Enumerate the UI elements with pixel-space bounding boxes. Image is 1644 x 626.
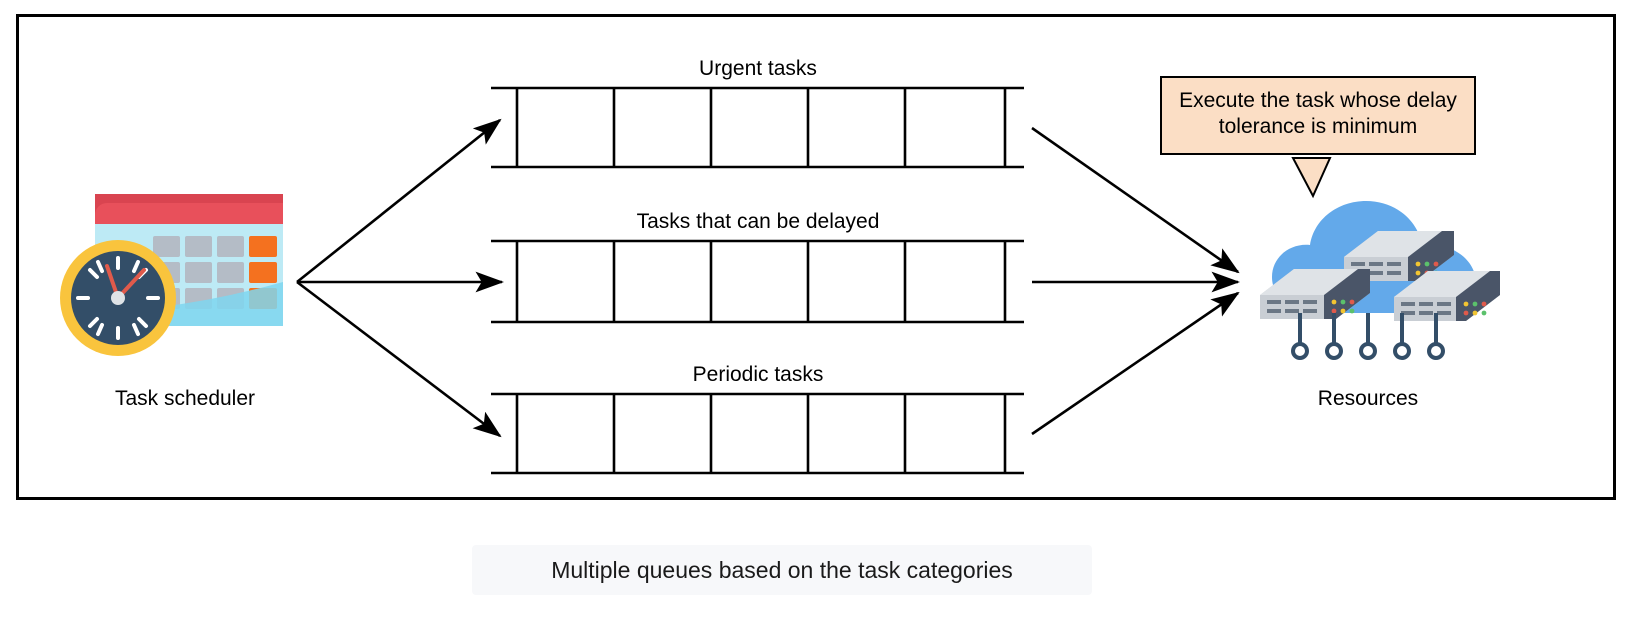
calendar-clock-icon <box>55 190 285 370</box>
scheduler-label: Task scheduler <box>114 387 256 410</box>
caption-band <box>472 545 1092 595</box>
resources-label: Resources <box>1317 387 1419 410</box>
queue-label-periodic-tasks: Periodic tasks <box>692 363 824 386</box>
queue-label-delayed-tasks: Tasks that can be delayed <box>636 210 880 233</box>
cloud-servers-icon <box>1228 185 1508 375</box>
callout-box: Execute the task whose delay tolerance i… <box>1160 76 1476 155</box>
diagram-caption: Multiple queues based on the task catego… <box>551 556 1013 583</box>
queue-label-urgent-tasks: Urgent tasks <box>699 57 817 80</box>
